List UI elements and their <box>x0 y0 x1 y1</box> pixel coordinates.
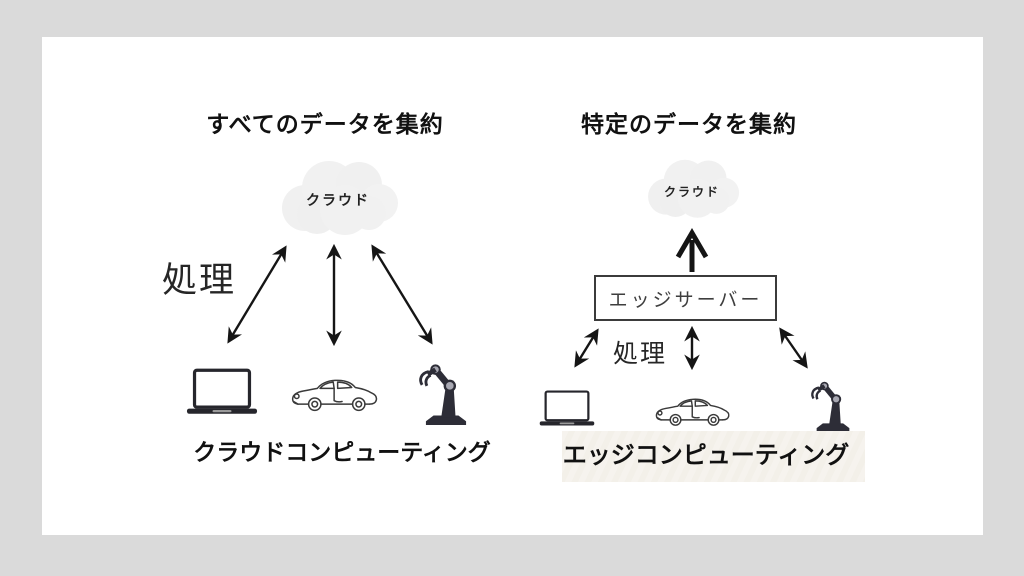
robot-arm-icon <box>415 361 477 426</box>
right-panel-title: 特定のデータを集約 <box>581 111 797 137</box>
laptop-icon <box>186 368 258 416</box>
left-panel-title: すべてのデータを集約 <box>206 111 444 137</box>
robot-arm-icon <box>808 379 858 432</box>
caption-highlight-band <box>562 431 865 482</box>
laptop-icon <box>539 390 595 427</box>
cloud-shape-left: クラウド <box>273 152 403 237</box>
edge-server-box: エッジサーバー <box>594 275 777 321</box>
cloud-icon <box>282 161 398 235</box>
cloud-label-right: クラウド <box>663 185 720 199</box>
processing-label-left: 処理 <box>162 261 237 300</box>
right-panel-caption: エッジコンピューティング <box>562 442 850 469</box>
cloud-shape-right: クラウド <box>641 151 743 221</box>
car-icon <box>655 394 731 429</box>
left-panel-caption: クラウドコンピューティング <box>193 439 491 465</box>
cloud-icon <box>648 159 740 218</box>
edge-server-label: エッジサーバー <box>608 289 763 311</box>
car-icon <box>291 374 379 415</box>
processing-label-right: 処理 <box>613 340 668 368</box>
cloud-label-left: クラウド <box>306 192 370 208</box>
